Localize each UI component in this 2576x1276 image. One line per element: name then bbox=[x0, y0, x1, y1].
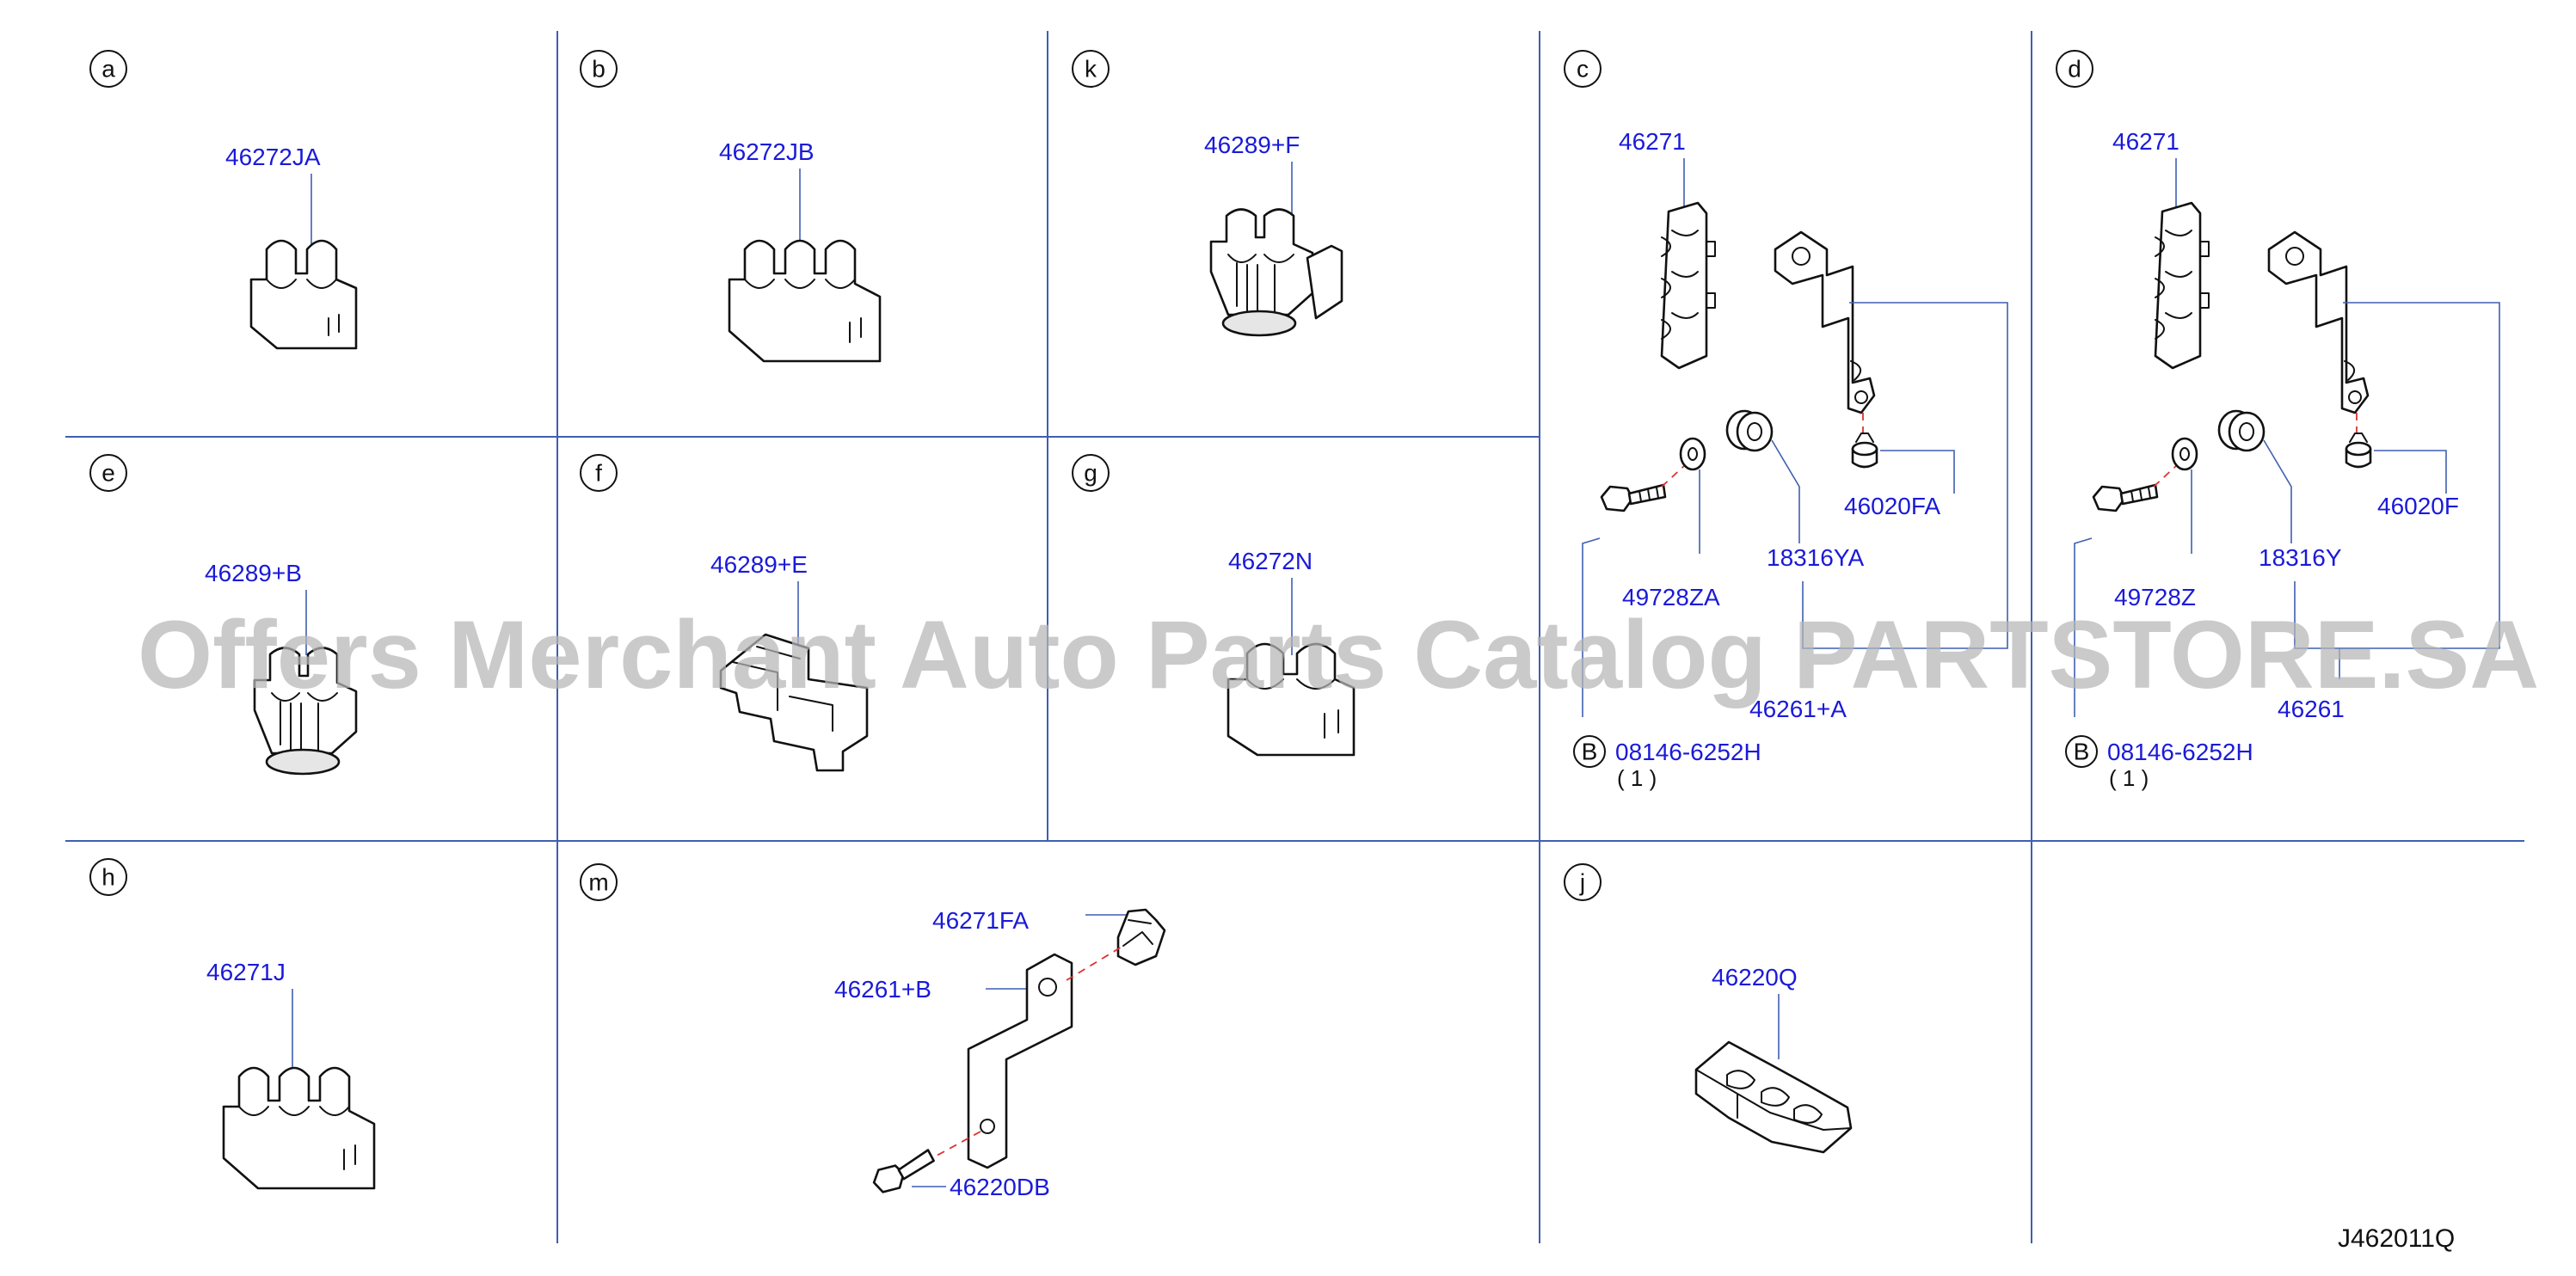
part-number-46261-B[interactable]: 46261+B bbox=[834, 976, 931, 1003]
part-number-46271-c[interactable]: 46271 bbox=[1619, 128, 1686, 155]
quantity-d: ( 1 ) bbox=[2109, 765, 2149, 791]
part-number-49728ZA[interactable]: 49728ZA bbox=[1622, 584, 1720, 610]
part-number-46289-E[interactable]: 46289+E bbox=[710, 551, 808, 578]
nut-46020FA-icon bbox=[1851, 432, 1878, 469]
section-g: g 46272N bbox=[1072, 454, 1356, 757]
part-number-08146-6252H-d[interactable]: 08146-6252H bbox=[2107, 739, 2253, 765]
section-f: f 46289+E bbox=[580, 454, 869, 772]
part-number-46220DB[interactable]: 46220DB bbox=[950, 1174, 1050, 1200]
section-c: c 46271 46020FA 49728ZA 18316YA 46261+A … bbox=[1564, 50, 2008, 791]
clip-46271-icon bbox=[1660, 201, 1717, 370]
part-number-46020FA[interactable]: 46020FA bbox=[1844, 493, 1940, 519]
part-number-46272JB[interactable]: 46272JB bbox=[719, 138, 815, 165]
section-label-e: e bbox=[101, 460, 115, 487]
part-number-18316YA[interactable]: 18316YA bbox=[1767, 544, 1864, 571]
part-number-46261-A[interactable]: 46261+A bbox=[1749, 696, 1847, 722]
part-number-46272JA[interactable]: 46272JA bbox=[225, 144, 321, 170]
washer-49728Z-icon bbox=[2171, 437, 2198, 471]
section-grid bbox=[65, 31, 2524, 1243]
clip-46289F-icon bbox=[1209, 208, 1314, 337]
section-m: m 46271FA 46261+B 46220DB bbox=[580, 863, 1166, 1200]
section-a: a 46272JA bbox=[89, 50, 358, 350]
clip-46271-d-icon bbox=[2154, 201, 2210, 370]
part-number-46271J[interactable]: 46271J bbox=[206, 959, 286, 985]
grommet-18316YA-icon bbox=[1725, 409, 1774, 452]
bracket-46261B-icon bbox=[967, 953, 1073, 1169]
section-d: d 46271 46020F 49728Z 18316Y 46261 B 081… bbox=[2056, 50, 2500, 791]
part-number-49728Z[interactable]: 49728Z bbox=[2114, 584, 2196, 610]
part-number-46271FA[interactable]: 46271FA bbox=[932, 907, 1029, 934]
part-number-46020F[interactable]: 46020F bbox=[2377, 493, 2459, 519]
part-number-46289-B[interactable]: 46289+B bbox=[205, 560, 302, 586]
bracket-46261A-icon bbox=[1774, 230, 1876, 414]
part-number-18316Y[interactable]: 18316Y bbox=[2259, 544, 2342, 571]
clip-46271FA-icon bbox=[1116, 908, 1166, 966]
part-number-08146-6252H-c[interactable]: 08146-6252H bbox=[1615, 739, 1761, 765]
bolt-08146-6252H-d-icon bbox=[2092, 483, 2159, 512]
clip-46272JA-icon bbox=[249, 239, 358, 350]
diagram-reference: J462011Q bbox=[2338, 1224, 2455, 1253]
section-label-c: c bbox=[1577, 56, 1589, 83]
part-number-46289-F[interactable]: 46289+F bbox=[1204, 132, 1300, 158]
bolt-symbol-c: B bbox=[1582, 739, 1598, 765]
section-label-m: m bbox=[588, 869, 608, 896]
section-k: k 46289+F bbox=[1072, 50, 1343, 337]
section-label-k: k bbox=[1085, 56, 1097, 83]
part-number-46261[interactable]: 46261 bbox=[2278, 696, 2345, 722]
part-number-46220Q[interactable]: 46220Q bbox=[1712, 964, 1798, 991]
nut-46020F-icon bbox=[2345, 432, 2372, 469]
grommet-18316Y-icon bbox=[2217, 409, 2266, 452]
washer-49728ZA-icon bbox=[1679, 437, 1706, 471]
section-label-d: d bbox=[2068, 56, 2081, 83]
section-label-b: b bbox=[592, 56, 606, 83]
section-label-j: j bbox=[1579, 869, 1585, 896]
clip-46271J-icon bbox=[222, 1066, 376, 1190]
section-label-g: g bbox=[1084, 460, 1097, 487]
clip-46220Q-icon bbox=[1694, 1040, 1853, 1154]
section-label-a: a bbox=[101, 56, 115, 83]
section-label-h: h bbox=[101, 864, 115, 891]
part-number-46271-d[interactable]: 46271 bbox=[2112, 128, 2179, 155]
section-b: b 46272JB bbox=[580, 50, 882, 363]
clip-46272N-icon bbox=[1227, 642, 1356, 757]
section-label-f: f bbox=[595, 460, 602, 487]
bolt-symbol-d: B bbox=[2074, 739, 2090, 765]
bracket-46261-icon bbox=[2267, 230, 2370, 414]
section-j: j 46220Q bbox=[1564, 863, 1853, 1154]
watermark: Offers Merchant Auto Parts Catalog PARTS… bbox=[138, 601, 2539, 709]
clip-46272JB-icon bbox=[728, 239, 882, 363]
part-number-46272N[interactable]: 46272N bbox=[1228, 548, 1313, 574]
bolt-08146-6252H-icon bbox=[1600, 483, 1667, 512]
quantity-c: ( 1 ) bbox=[1617, 765, 1657, 791]
section-e: e 46289+B bbox=[89, 454, 358, 776]
section-h: h 46271J bbox=[89, 858, 376, 1190]
bolt-46220DB-icon bbox=[872, 1149, 935, 1193]
